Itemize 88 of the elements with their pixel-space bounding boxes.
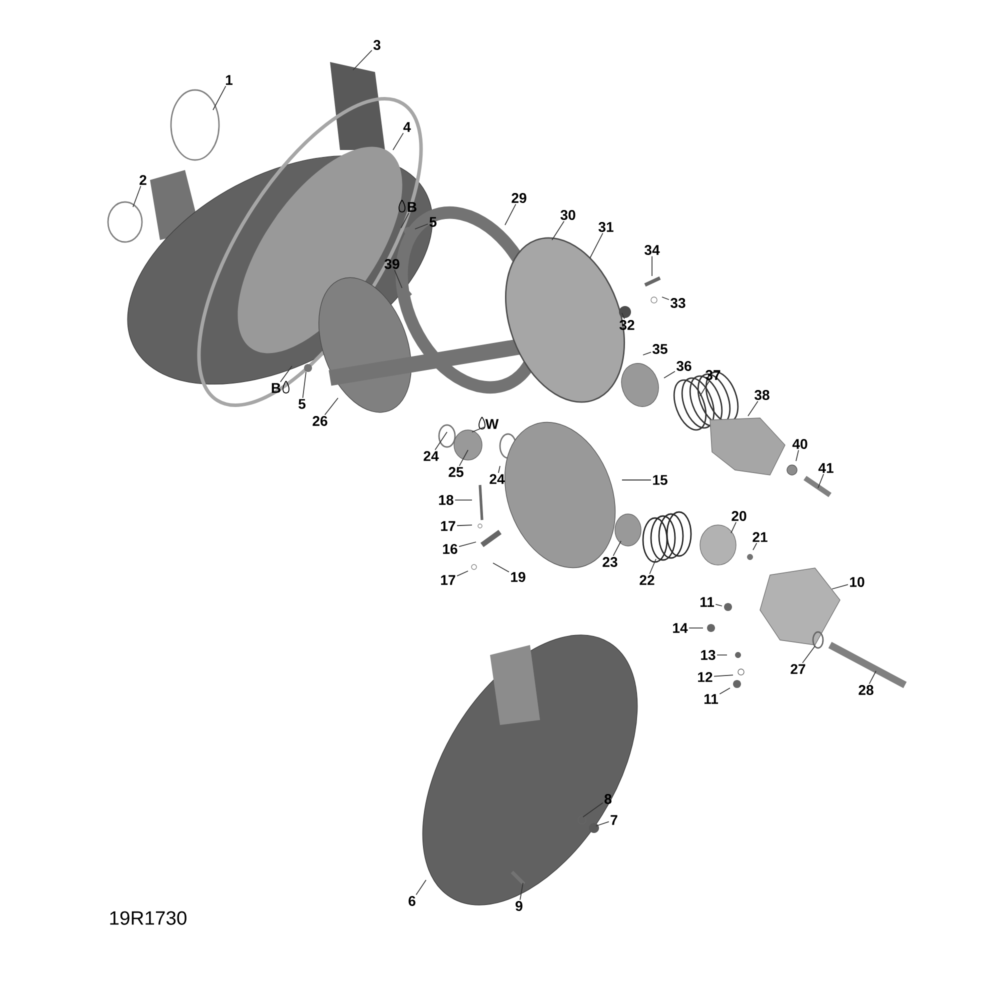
leader-line: [434, 432, 448, 450]
leader-line: [394, 270, 402, 288]
callout-number: 18: [439, 495, 454, 505]
leader-line: [596, 821, 610, 826]
leader-line: [582, 802, 604, 818]
leader-line: [642, 352, 652, 356]
callout-number: 30: [560, 210, 576, 220]
leader-line: [716, 654, 728, 656]
callout-number: 21: [752, 532, 768, 542]
callout-number: 15: [653, 475, 668, 485]
callout-number: 3: [373, 40, 380, 50]
callout-number: 14: [673, 623, 688, 633]
callout-number: 35: [652, 344, 668, 354]
callout-number: 25: [448, 467, 464, 477]
callout-number: 10: [850, 577, 864, 587]
callout-number: 6: [408, 896, 416, 906]
callout-number: 11: [704, 694, 718, 704]
leader-line: [664, 371, 676, 378]
leader-line: [796, 450, 799, 462]
leader-line: [280, 366, 292, 382]
leader-line: [352, 50, 372, 70]
leader-line: [832, 584, 848, 590]
callout-number: 33: [670, 298, 686, 308]
leader-line: [700, 380, 710, 396]
callout-number: 8: [604, 794, 612, 804]
leader-line: [752, 542, 758, 550]
leader-line: [132, 186, 142, 208]
leader-line: [818, 474, 824, 488]
leader-line: [590, 232, 604, 258]
callout-number: 38: [754, 390, 770, 400]
leader-line: [492, 562, 510, 572]
callout-number: 22: [640, 575, 654, 585]
leader-line: [324, 398, 338, 416]
callout-number: 41: [818, 463, 834, 473]
callout-number: 23: [602, 557, 618, 567]
leader-line: [456, 570, 468, 576]
callout-number: W: [485, 419, 499, 429]
leader-line: [748, 400, 758, 416]
callout-number: 11: [700, 597, 714, 607]
leader-line: [414, 224, 428, 230]
callout-number: 27: [790, 664, 806, 674]
callout-number: 36: [676, 361, 692, 371]
leader-line: [392, 132, 404, 150]
figure-code: 19R1730: [110, 911, 186, 925]
callout-number: 17: [441, 575, 456, 585]
callout-number: 13: [701, 650, 716, 660]
leader-line: [416, 880, 426, 896]
callout-number: 1: [226, 75, 232, 85]
leader-line: [456, 524, 472, 526]
leader-line: [498, 466, 500, 474]
leader-line: [458, 542, 476, 548]
callout-number: B: [272, 383, 280, 393]
callout-number: 24: [424, 451, 439, 461]
callout-number: 40: [792, 439, 808, 449]
callout-number: 9: [516, 901, 522, 911]
leader-line: [612, 540, 622, 556]
leader-line: [802, 646, 816, 664]
callout-number: 26: [312, 416, 328, 426]
callout-number: 28: [858, 685, 874, 695]
callout-number: 31: [598, 222, 614, 232]
leader-line: [730, 522, 737, 534]
leader-line: [458, 450, 468, 466]
leader-line: [400, 212, 410, 228]
leader-line: [662, 296, 670, 300]
leader-line: [649, 558, 656, 574]
leader-line: [622, 312, 625, 320]
callout-number: 12: [698, 672, 712, 682]
leader-line: [715, 604, 722, 606]
callout-number: 19: [511, 572, 526, 582]
leader-line: [520, 882, 524, 900]
leader-line: [472, 426, 485, 432]
callout-number: 20: [732, 511, 746, 521]
callout-number: 5: [298, 399, 306, 409]
callout-number: 34: [644, 245, 660, 255]
callout-number: 16: [443, 544, 458, 554]
callout-number: 17: [441, 521, 456, 531]
callout-number: 2: [140, 175, 146, 185]
leader-line: [212, 86, 226, 110]
leader-line: [302, 372, 306, 398]
leader-line: [719, 688, 730, 694]
callout-number: 7: [610, 815, 618, 825]
leader-line: [868, 670, 876, 684]
callout-number: 29: [512, 193, 526, 203]
callout-number: 4: [403, 122, 411, 132]
leader-line: [504, 204, 516, 226]
callout-number: 5: [430, 217, 436, 227]
leader-line: [714, 674, 734, 677]
leader-line: [552, 220, 564, 240]
